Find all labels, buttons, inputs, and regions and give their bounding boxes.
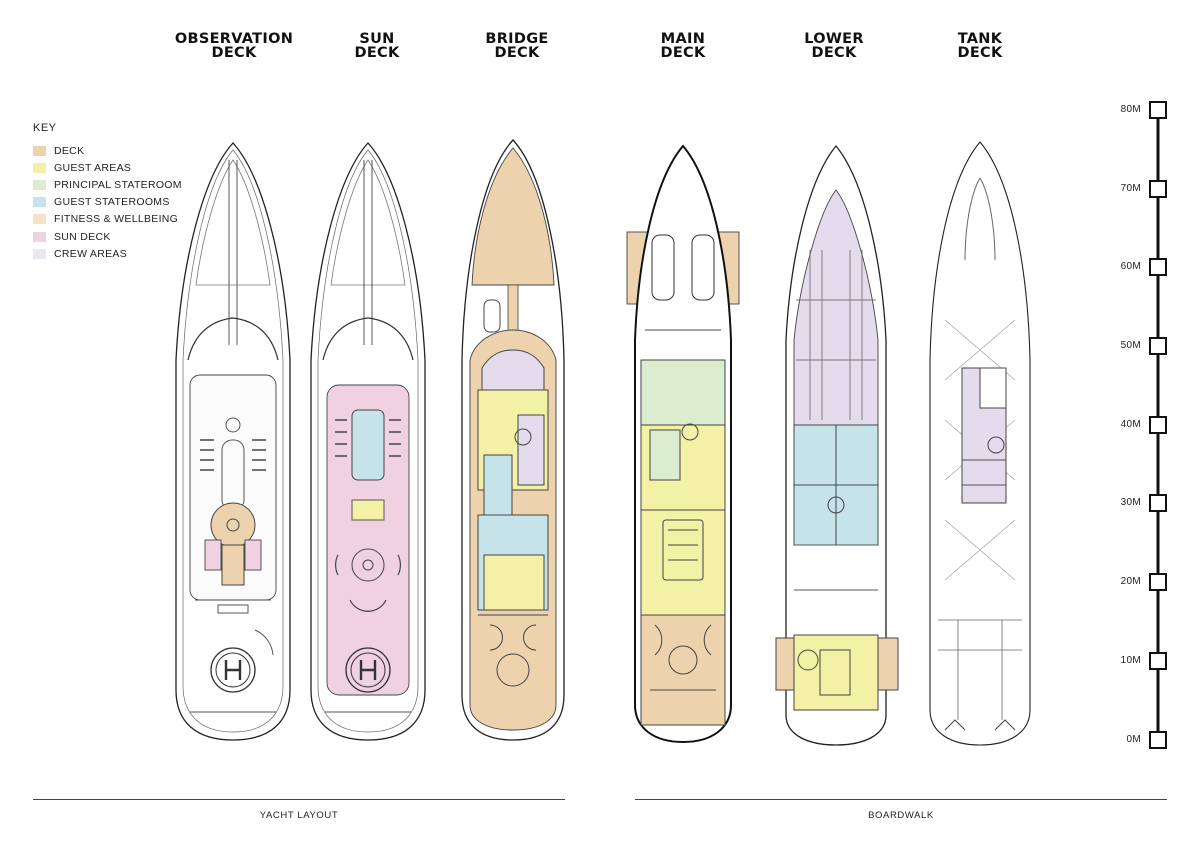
deck-title-lower: LOWER DECK <box>764 31 904 61</box>
observation-deck-plan <box>175 142 291 741</box>
deck-title-observation: OBSERVATION DECK <box>164 31 304 61</box>
scale-label-40m: 40M <box>1120 419 1141 430</box>
legend-item-crew-areas: CREW AREAS <box>33 245 182 262</box>
legend-label: GUEST STATEROOMS <box>54 196 170 209</box>
deck-title-line2: DECK <box>957 45 1003 61</box>
legend-label: PRINCIPAL STATEROOM <box>54 178 182 191</box>
deck-title-line2: DECK <box>811 45 857 61</box>
deck-title-main: MAIN DECK <box>613 31 753 61</box>
scale-label-50m: 50M <box>1120 340 1141 351</box>
deck-title-line1: BRIDGE <box>485 31 549 47</box>
legend-swatch <box>33 248 46 259</box>
deck-title-line2: DECK <box>211 45 257 61</box>
lower-deck-plan <box>775 144 899 746</box>
legend-swatch <box>33 197 46 208</box>
legend-label: CREW AREAS <box>54 247 128 260</box>
scale-label-10m: 10M <box>1120 655 1141 666</box>
deck-title-line1: LOWER <box>804 31 864 47</box>
legend-item-guest-areas: GUEST AREAS <box>33 159 182 176</box>
deck-title-line1: SUN <box>359 31 395 47</box>
deck-title-tank: TANK DECK <box>910 31 1050 61</box>
footer-label-yacht-layout: YACHT LAYOUT <box>259 810 339 821</box>
legend-item-fitness: FITNESS & WELLBEING <box>33 211 182 228</box>
footer-rule-left <box>33 799 565 800</box>
deck-title-line2: DECK <box>354 45 400 61</box>
deck-title-sun: SUN DECK <box>307 31 447 61</box>
sun-deck-plan <box>310 142 426 741</box>
deck-title-line1: OBSERVATION <box>174 31 294 47</box>
tank-deck-plan <box>929 141 1031 746</box>
legend-swatch <box>33 214 46 225</box>
deck-title-line2: DECK <box>494 45 540 61</box>
legend-swatch <box>33 145 46 156</box>
scale-label-80m: 80M <box>1120 104 1141 115</box>
legend-label: GUEST AREAS <box>54 161 132 174</box>
legend-item-deck: DECK <box>33 142 182 159</box>
deck-title-line1: MAIN <box>660 31 706 47</box>
scale-label-30m: 30M <box>1120 497 1141 508</box>
legend: KEY DECK GUEST AREAS PRINCIPAL STATEROOM… <box>33 122 182 262</box>
scale-label-60m: 60M <box>1120 261 1141 272</box>
legend-swatch <box>33 179 46 190</box>
footer-label-boardwalk: BOARDWALK <box>868 810 934 821</box>
legend-title: KEY <box>33 122 57 134</box>
bridge-deck-plan <box>461 139 565 741</box>
footer-rule-right <box>635 799 1167 800</box>
legend-label: FITNESS & WELLBEING <box>54 213 179 226</box>
scale-label-70m: 70M <box>1120 183 1141 194</box>
scale-label-0m: 0M <box>1126 734 1141 745</box>
deck-title-bridge: BRIDGE DECK <box>447 31 587 61</box>
main-deck-plan <box>626 144 740 744</box>
legend-item-principal-stateroom: PRINCIPAL STATEROOM <box>33 176 182 193</box>
scale-label-20m: 20M <box>1120 576 1141 587</box>
legend-label: SUN DECK <box>54 230 111 243</box>
deck-title-line2: DECK <box>660 45 706 61</box>
scale-bar <box>1149 101 1167 749</box>
legend-item-sun-deck: SUN DECK <box>33 228 182 245</box>
legend-label: DECK <box>54 144 85 157</box>
legend-swatch <box>33 231 46 242</box>
deck-title-line1: TANK <box>957 31 1003 47</box>
legend-item-guest-staterooms: GUEST STATEROOMS <box>33 194 182 211</box>
legend-swatch <box>33 162 46 173</box>
